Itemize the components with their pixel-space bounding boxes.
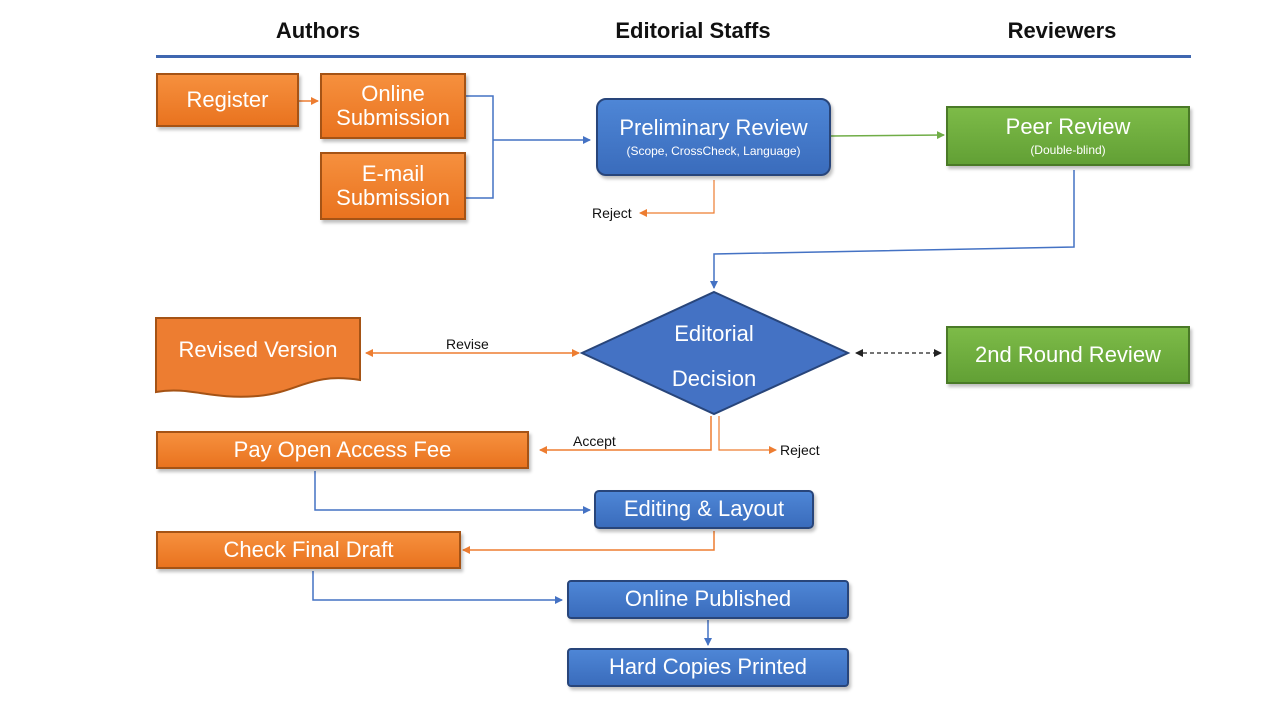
peer-review-label: Peer Review (1005, 114, 1131, 140)
edge-preliminary-peer (830, 131, 945, 140)
edge-peer-decision (710, 170, 1075, 289)
online-submission-box: Online Submission (320, 73, 466, 139)
reject-label-preliminary: Reject (592, 205, 632, 221)
online-published-label: Online Published (624, 586, 792, 612)
edge-preliminary-reject (639, 180, 715, 217)
preliminary-review-box: Preliminary Review (Scope, CrossCheck, L… (596, 98, 831, 176)
online-published-box: Online Published (567, 580, 849, 619)
preliminary-review-label: Preliminary Review (619, 115, 808, 141)
header-authors: Authors (275, 18, 361, 43)
edge-check-online (312, 571, 563, 604)
editing-layout-box: Editing & Layout (594, 490, 814, 529)
register-box: Register (156, 73, 299, 127)
online-submission-label-1: Online (361, 80, 425, 106)
editing-layout-label: Editing & Layout (623, 496, 785, 522)
revised-version-shape (155, 317, 361, 398)
editorial-decision-diamond (579, 290, 851, 416)
edge-pay-editing (314, 471, 591, 514)
second-round-review-label: 2nd Round Review (975, 341, 1161, 367)
pay-open-access-fee-label: Pay Open Access Fee (233, 436, 452, 462)
revised-version-label: Revised Version (178, 336, 338, 362)
hard-copies-printed-label: Hard Copies Printed (608, 654, 808, 680)
edge-editing-check (462, 531, 715, 554)
email-submission-box: E-mail Submission (320, 152, 466, 220)
header-reviewers: Reviewers (1007, 18, 1117, 43)
edge-accept (539, 416, 712, 454)
edge-decision-reject (718, 416, 777, 454)
reject-label-decision: Reject (780, 442, 820, 458)
peer-review-box: Peer Review (Double-blind) (946, 106, 1190, 166)
check-final-draft-box: Check Final Draft (156, 531, 461, 569)
header-editorial-staffs: Editorial Staffs (615, 18, 771, 43)
pay-open-access-fee-box: Pay Open Access Fee (156, 431, 529, 469)
header-divider (156, 55, 1191, 58)
email-submission-label-1: E-mail (361, 160, 425, 186)
peer-review-sublabel: (Double-blind) (1030, 142, 1106, 157)
revise-label: Revise (446, 336, 489, 352)
online-submission-label-2: Submission (336, 105, 450, 130)
register-label: Register (186, 86, 269, 112)
preliminary-review-sublabel: (Scope, CrossCheck, Language) (626, 143, 801, 158)
revised-version-box: Revised Version (156, 324, 360, 376)
hard-copies-printed-box: Hard Copies Printed (567, 648, 849, 687)
email-submission-label-2: Submission (336, 185, 450, 210)
editorial-decision-label-1: Editorial (674, 321, 754, 346)
edge-submissions-bracket (466, 95, 494, 199)
second-round-review-box: 2nd Round Review (946, 326, 1190, 384)
accept-label: Accept (573, 433, 616, 449)
editorial-decision-label-2: Decision (671, 366, 757, 391)
check-final-draft-label: Check Final Draft (223, 536, 394, 562)
